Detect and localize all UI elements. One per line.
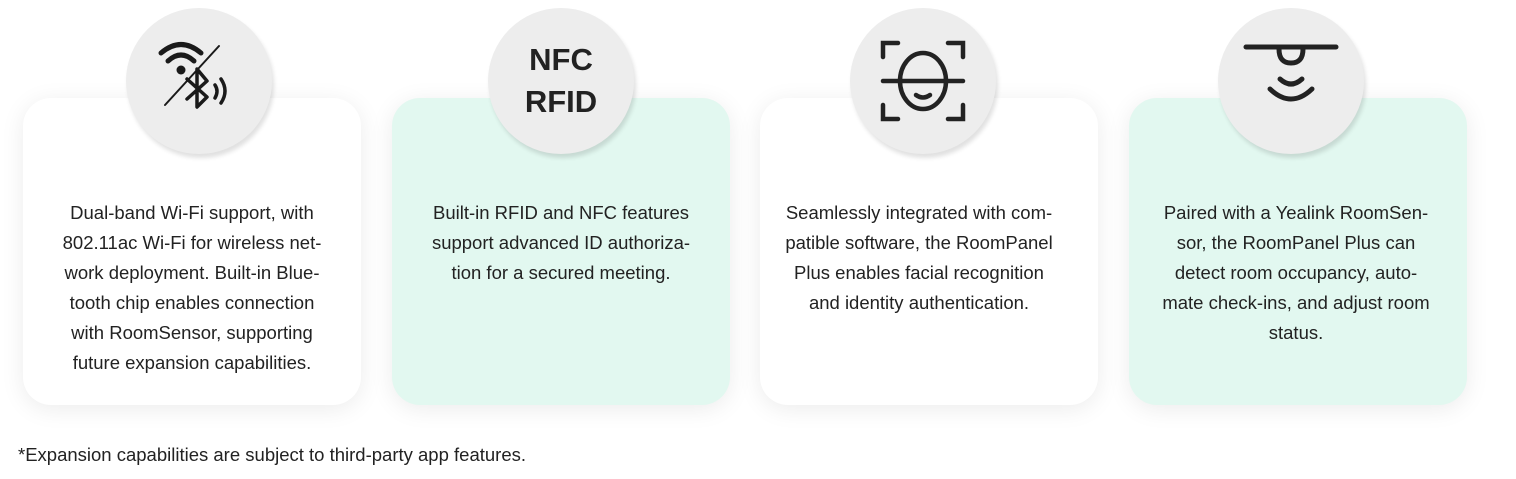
- nfc-label: NFC: [529, 42, 593, 77]
- face-recognition-icon: [850, 8, 996, 154]
- room-sensor-icon: [1218, 8, 1364, 154]
- rfid-label: RFID: [524, 84, 598, 119]
- footnote: *Expansion capabilities are subject to t…: [18, 444, 527, 465]
- feature-description: Seamlessly integrated with com-patible s…: [785, 202, 1053, 313]
- nfc-rfid-icon: NFC RFID: [488, 8, 634, 154]
- feature-description: Paired with a Yealink RoomSen-sor, the R…: [1162, 202, 1430, 343]
- wifi-bluetooth-icon: [126, 8, 272, 154]
